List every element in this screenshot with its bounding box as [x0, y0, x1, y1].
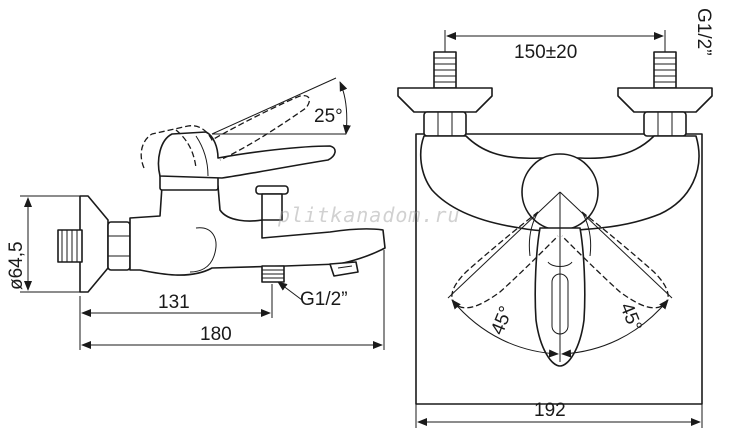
watermark: plitkanadom.ru: [277, 203, 461, 227]
spout-aerator: [329, 261, 359, 277]
diverter-knob: [255, 185, 289, 195]
front-lever-left: [451, 211, 559, 309]
wall-flange: [79, 195, 109, 293]
depth-spout-label: 131: [158, 292, 190, 313]
mixer-body: [129, 182, 386, 276]
inlet-thread-label: G1/2”: [693, 8, 714, 56]
connection-nut: [107, 221, 131, 271]
right-inlet: [617, 51, 713, 137]
wall-thread-lines: [61, 230, 78, 262]
lever-handle: [157, 131, 336, 179]
front-view: 45° 45° 150±20 G1/2” 192: [397, 8, 714, 428]
spout-thread-label: G1/2”: [300, 289, 348, 310]
inlet-spacing-label: 150±20: [514, 42, 577, 63]
spout-outlet-thread-lines: [262, 269, 284, 279]
left-inlet: [397, 51, 493, 137]
lever-angle-label: 25°: [314, 106, 343, 127]
front-lever-right: [561, 211, 669, 309]
side-view: 25° G1/2” ø64,5 131 180: [6, 77, 386, 350]
depth-total-label: 180: [200, 324, 232, 345]
width-total-label: 192: [534, 400, 566, 421]
wall-diameter-label: ø64,5: [6, 241, 27, 290]
lever-handle-rotated: [140, 94, 311, 169]
